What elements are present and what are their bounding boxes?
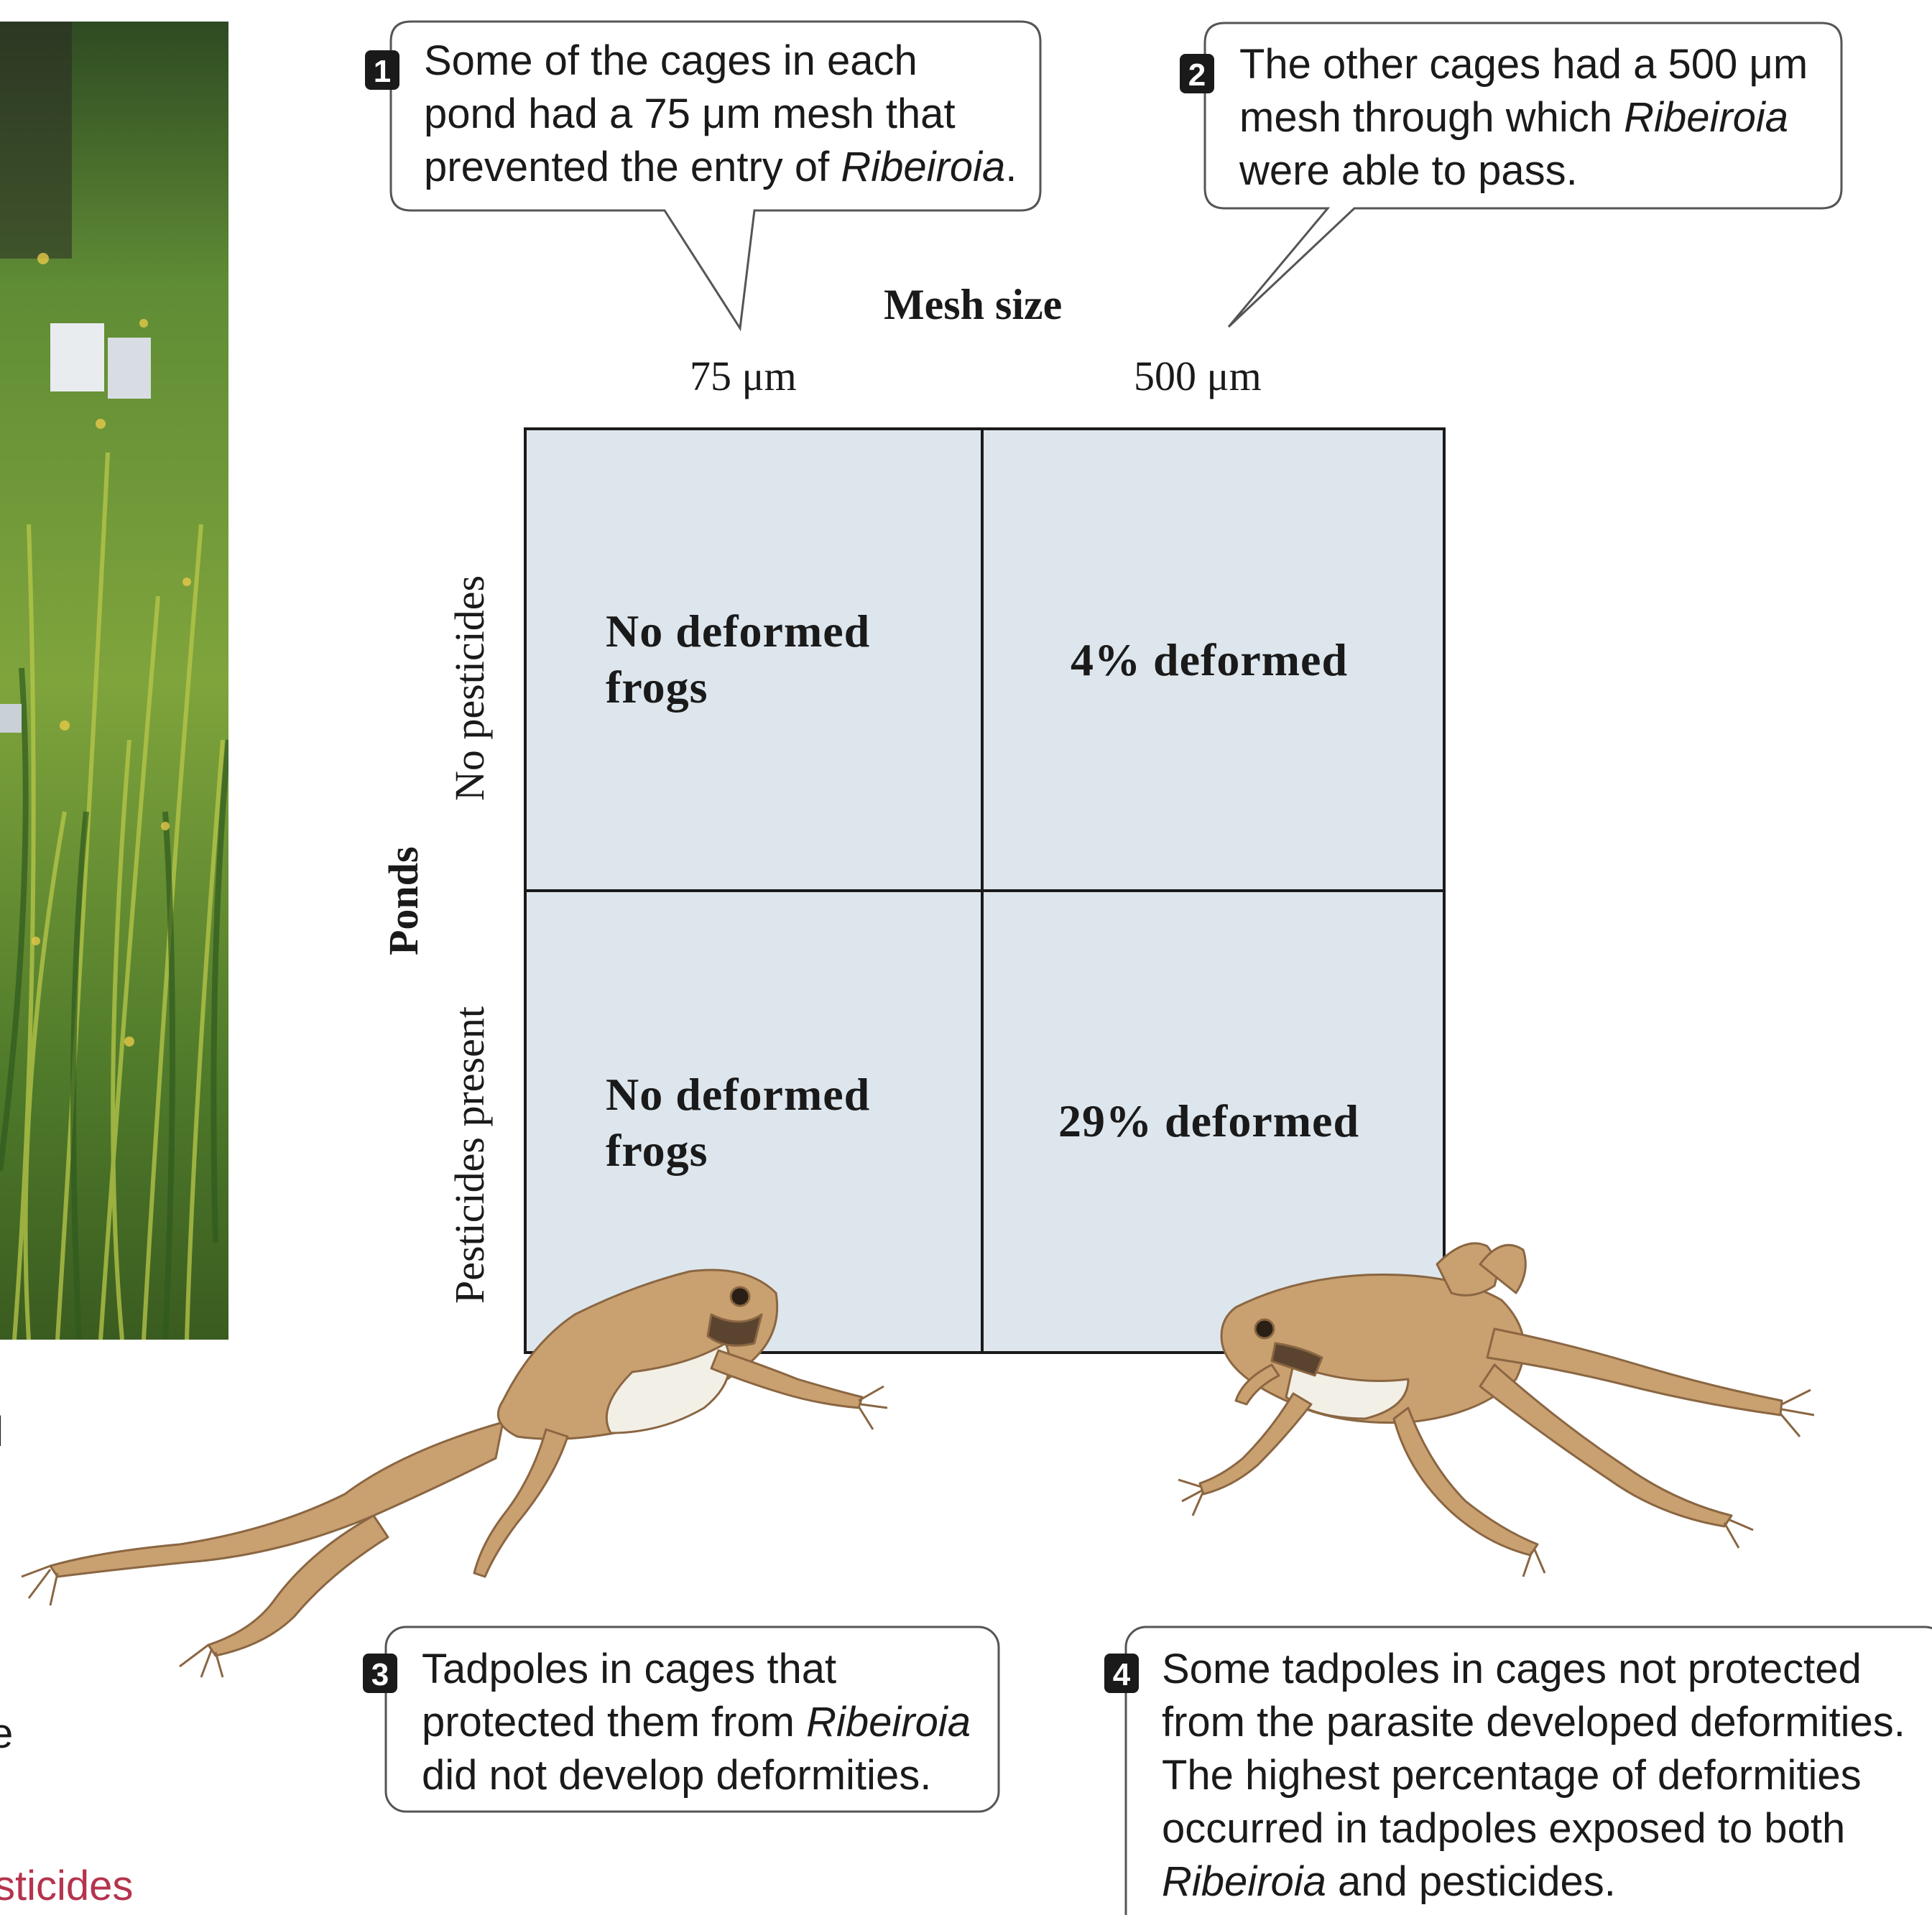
badge-1: 1: [365, 50, 399, 90]
callout-line: mesh through which Ribeiroia: [1239, 91, 1808, 144]
callout-line: The other cages had a 500 μm: [1239, 38, 1808, 91]
column-header-75: 75 μm: [690, 352, 797, 400]
callout-run: prevented the entry of: [424, 144, 841, 190]
badge-3: 3: [363, 1654, 397, 1693]
column-header-500: 500 μm: [1134, 352, 1262, 400]
callout-run: Tadpoles in cages that: [422, 1646, 836, 1692]
callout-line: Ribeiroia and pesticides.: [1162, 1855, 1905, 1909]
badge-4: 4: [1104, 1654, 1139, 1693]
callout-line: Some tadpoles in cages not protected: [1162, 1643, 1905, 1696]
callout-run: The other cages had a 500 μm: [1239, 41, 1808, 88]
edge-fragment-left-mid: l: [0, 1408, 4, 1456]
badge-1-number: 1: [374, 54, 391, 89]
callout-run: mesh through which: [1239, 94, 1624, 141]
callout-italic-run: Ribeiroia: [1624, 94, 1788, 141]
normal-frog-illustration: [22, 1270, 887, 1677]
edge-fragment-left-lower: e: [0, 1710, 13, 1758]
callout-italic-run: Ribeiroia: [806, 1699, 971, 1745]
badge-2-number: 2: [1188, 57, 1206, 93]
badge-2: 2: [1180, 54, 1214, 93]
deformed-frog-illustration: [1178, 1243, 1814, 1577]
callout-line: occurred in tadpoles exposed to both: [1162, 1802, 1905, 1855]
callout-1-text: Some of the cages in each pond had a 75 μ…: [424, 34, 1017, 194]
cell-500-pesticides-present: 29% deformed: [1058, 1093, 1359, 1149]
callout-italic-run: Ribeiroia: [1162, 1858, 1326, 1905]
callout-line: Tadpoles in cages that: [422, 1643, 971, 1696]
callout-run: did not develop deformities.: [422, 1752, 931, 1799]
result-grid: [525, 429, 1444, 1353]
callout-run: from the parasite developed deformities.: [1162, 1699, 1905, 1745]
cell-75-no-pesticides: No deformed frogs: [606, 603, 870, 715]
callout-run: .: [1005, 144, 1017, 190]
callout-line: Some of the cages in each: [424, 34, 1017, 88]
callout-line: did not develop deformities.: [422, 1749, 971, 1802]
badge-4-number: 4: [1113, 1657, 1131, 1692]
badge-3-number: 3: [371, 1657, 389, 1692]
callout-run: and pesticides.: [1326, 1858, 1616, 1905]
callout-run: pond had a 75 μm mesh that: [424, 91, 956, 137]
cell-500-no-pesticides: 4% deformed: [1071, 632, 1348, 688]
edge-fragment-bottom: sticides: [0, 1862, 133, 1910]
callout-run: Some of the cages in each: [424, 37, 918, 84]
row-header-no-pesticides: No pesticides: [445, 575, 494, 801]
row-axis-title: Ponds: [379, 846, 427, 955]
callout-run: protected them from: [422, 1699, 806, 1745]
callout-line: protected them from Ribeiroia: [422, 1696, 971, 1749]
callout-italic-run: Ribeiroia: [841, 144, 1005, 190]
callout-line: prevented the entry of Ribeiroia.: [424, 141, 1017, 194]
callout-run: The highest percentage of deformities: [1162, 1752, 1862, 1799]
callout-line: pond had a 75 μm mesh that: [424, 88, 1017, 141]
column-axis-title: Mesh size: [884, 280, 1062, 330]
callout-line: from the parasite developed deformities.: [1162, 1696, 1905, 1749]
callout-line: were able to pass.: [1239, 144, 1808, 198]
row-header-pesticides-present: Pesticides present: [445, 1006, 494, 1304]
callout-run: Some tadpoles in cages not protected: [1162, 1646, 1862, 1692]
callout-run: were able to pass.: [1239, 147, 1578, 194]
callout-4-text: Some tadpoles in cages not protected from…: [1162, 1643, 1905, 1909]
callout-run: occurred in tadpoles exposed to both: [1162, 1805, 1845, 1852]
cell-75-pesticides-present: No deformed frogs: [606, 1067, 870, 1179]
callout-line: The highest percentage of deformities: [1162, 1749, 1905, 1802]
